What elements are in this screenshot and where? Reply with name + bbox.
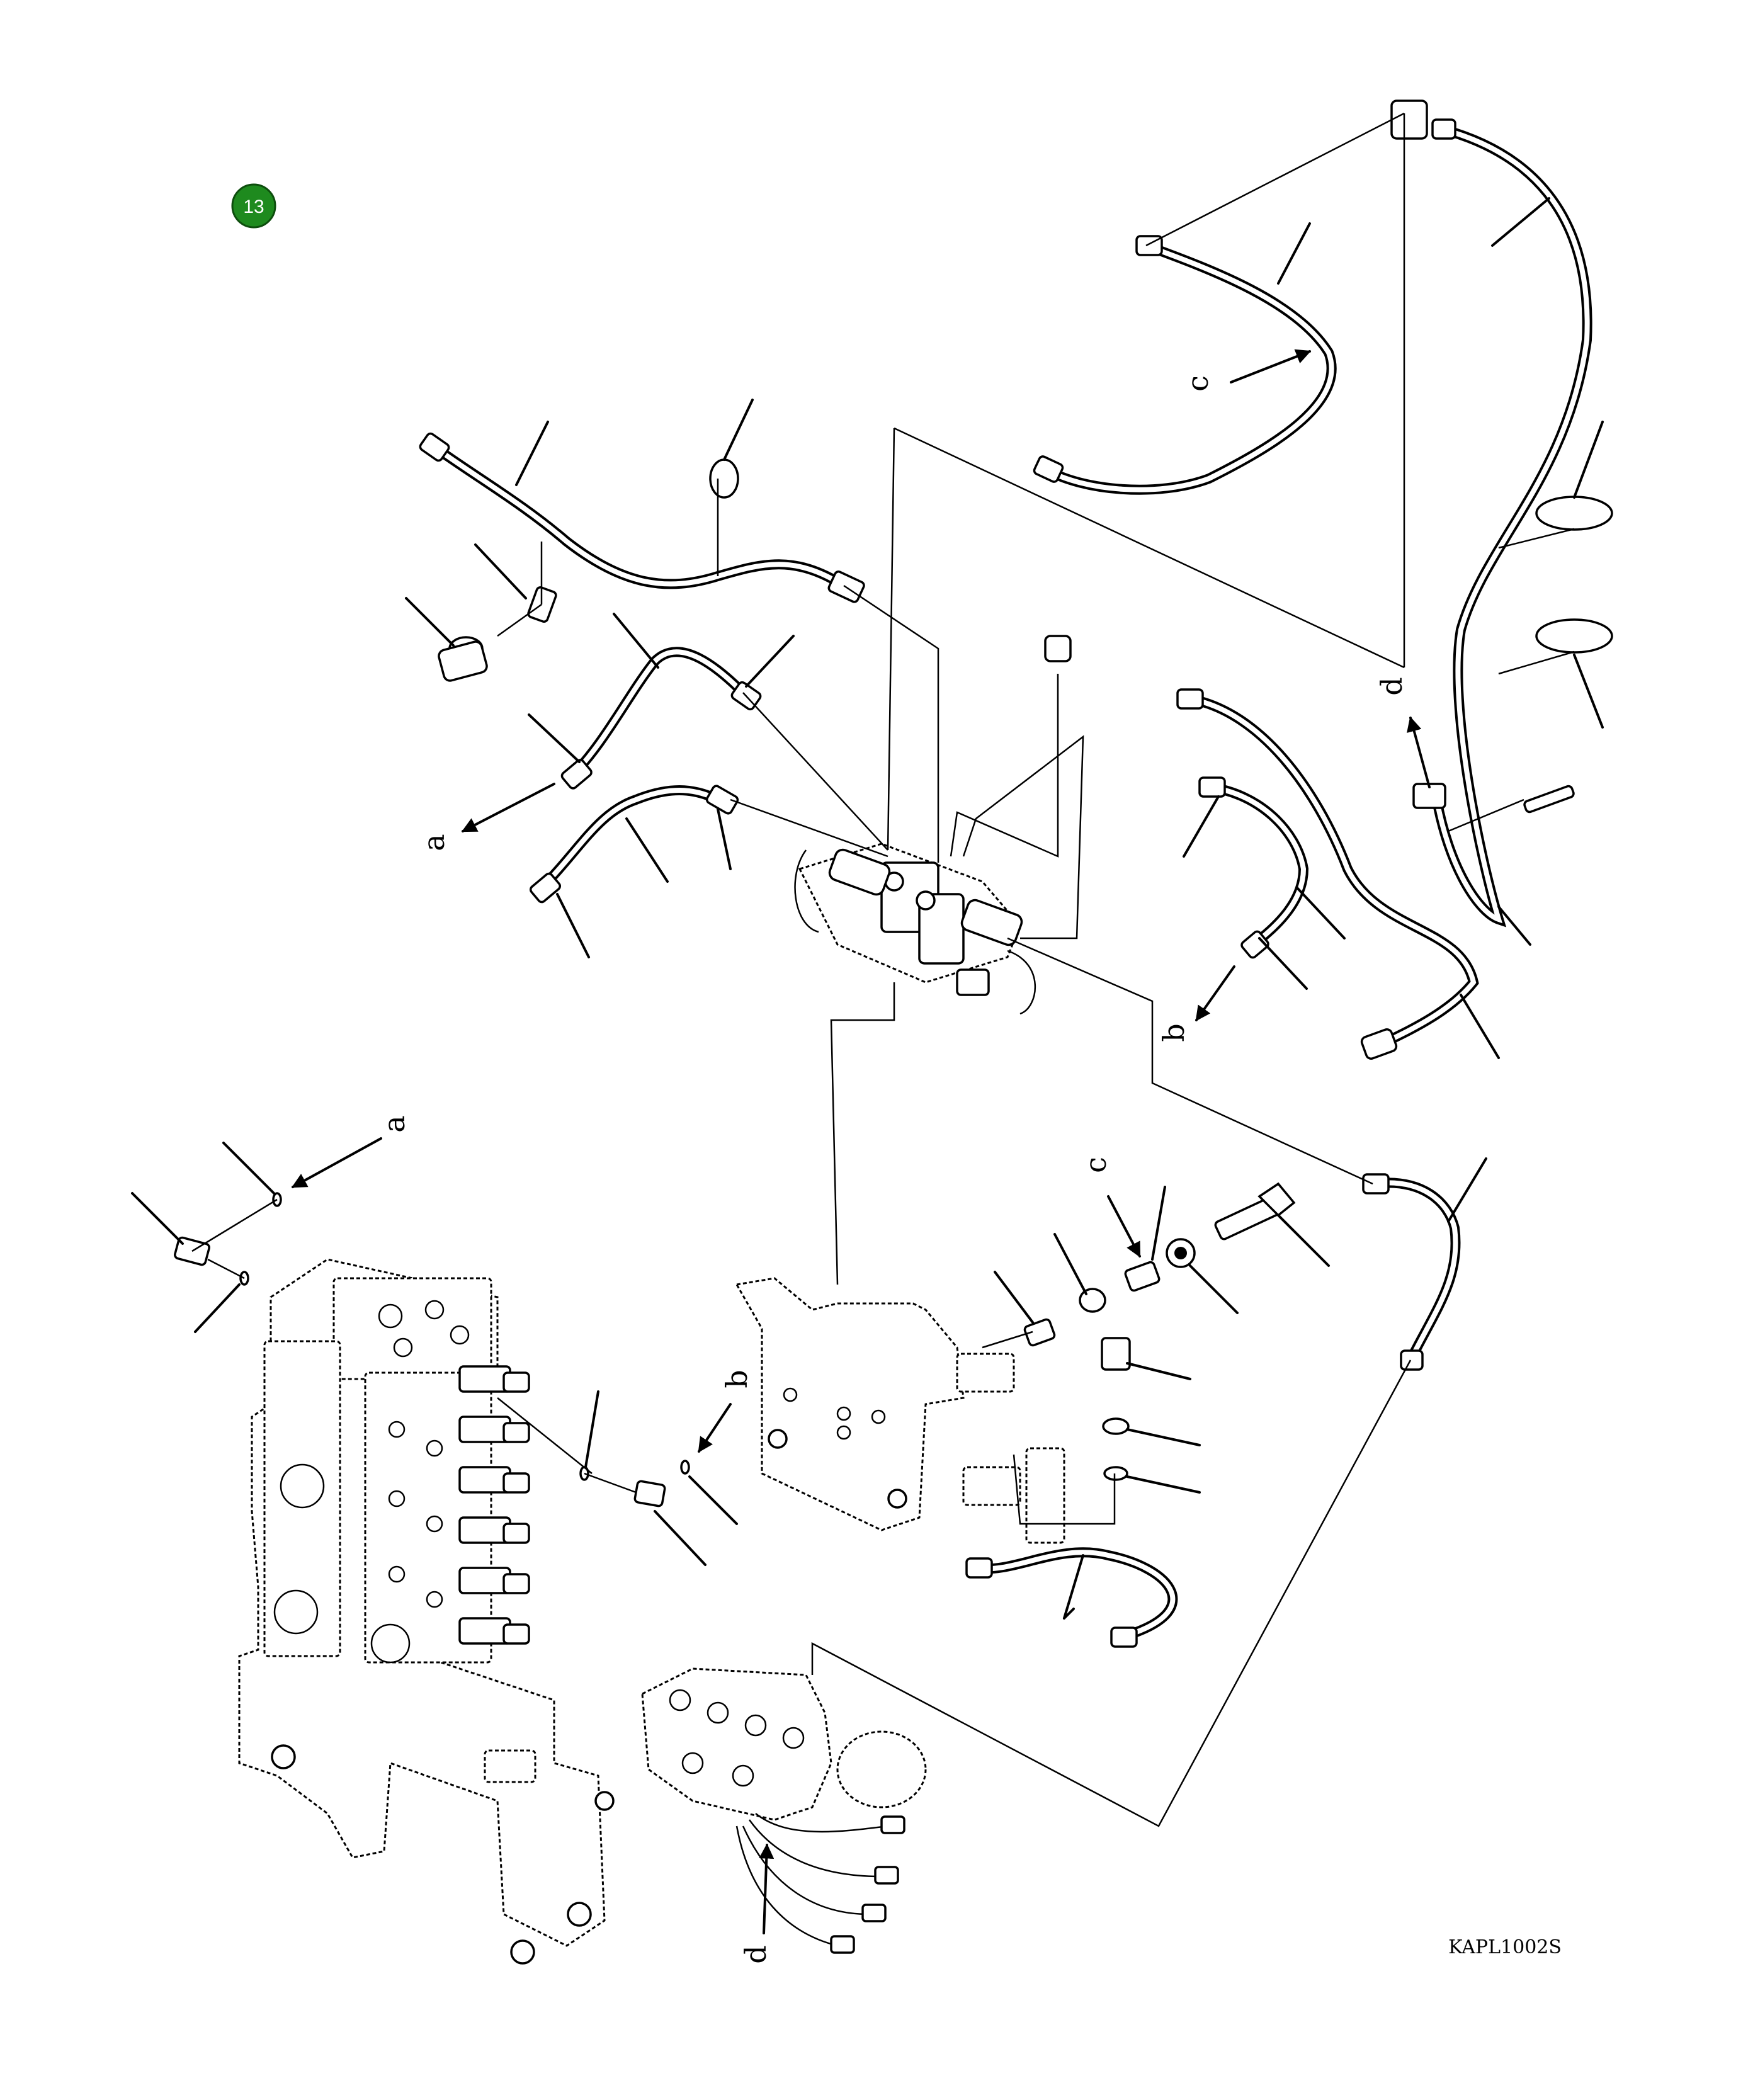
arrow-a-lower — [291, 1137, 382, 1188]
arrow-c-lower — [1107, 1195, 1141, 1258]
ref-label-c-lower: c — [1079, 1157, 1113, 1173]
drawing-code: KAPL1002S — [1448, 1936, 1562, 1958]
ref-label-d-upper: d — [1375, 677, 1409, 695]
arrow-d-upper — [1407, 716, 1431, 788]
solenoid-valve-assembly — [794, 843, 1036, 1015]
main-control-valve — [238, 1258, 615, 1965]
hoses — [429, 124, 1592, 1642]
hose-middle-right — [1185, 694, 1479, 1050]
arrow-b-lower — [698, 1403, 732, 1453]
fittings — [174, 99, 1613, 1648]
leader-ticks — [131, 197, 1604, 1620]
arrow-d-lower — [759, 1843, 775, 1934]
hose-mid-left-2 — [536, 785, 723, 893]
ref-label-a-lower: a — [377, 1115, 411, 1132]
hose-top-c — [1040, 241, 1337, 495]
badge-number: 13 — [243, 196, 264, 217]
ref-label-b-upper: b — [1157, 1023, 1191, 1041]
ref-label-d-lower: d — [739, 1945, 773, 1963]
hose-lower-right — [1368, 1178, 1461, 1365]
ref-label-b-lower: b — [720, 1370, 754, 1388]
arrow-b-upper — [1195, 965, 1235, 1021]
arrow-c-upper — [1230, 349, 1312, 383]
hose-b — [1204, 782, 1309, 950]
page-number-badge: 13 — [231, 183, 276, 229]
mounting-bracket — [735, 1277, 1065, 1544]
connection-lines — [191, 112, 1575, 1827]
pilot-valve-block — [641, 1667, 927, 1954]
arrow-a-upper — [461, 783, 555, 832]
reference-letters: a b c d a b c d — [377, 375, 1409, 1964]
reference-arrows — [291, 349, 1431, 1934]
ref-label-a-upper: a — [417, 834, 451, 851]
ref-label-c-upper: c — [1181, 375, 1215, 392]
